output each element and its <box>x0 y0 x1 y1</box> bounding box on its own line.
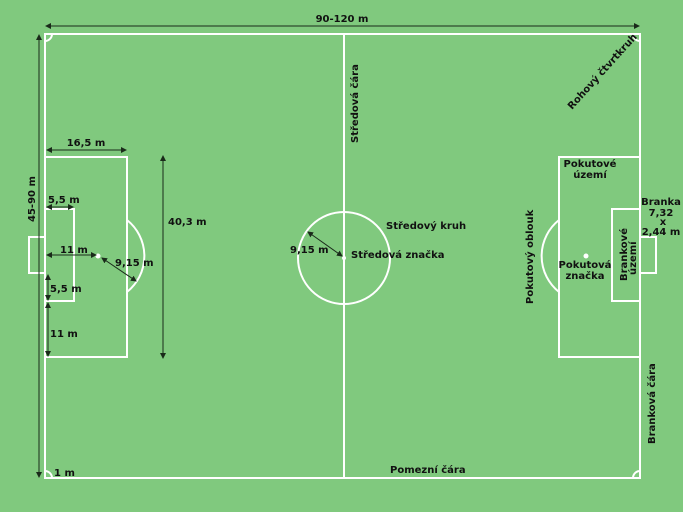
penalty-area-length-label: 40,3 m <box>168 217 207 228</box>
width-label: 45-90 m <box>27 176 38 222</box>
penalty-spot-distance-label: 11 m <box>60 245 88 256</box>
arc-radius-label: 9,15 m <box>115 258 154 269</box>
goal-label-4: 2,44 m <box>642 227 681 238</box>
goal-area-label-1: Brankové <box>618 228 630 281</box>
penalty-mark-label-1: Pokutová <box>559 259 612 271</box>
goal-label-1: Branka <box>641 197 681 208</box>
goal-line-label: Branková čára <box>646 363 658 444</box>
center-radius-label: 9,15 m <box>290 245 329 256</box>
right-goal <box>639 236 657 274</box>
penalty-area-label-2: území <box>573 169 607 181</box>
goal-label-2: 7,32 <box>649 208 674 219</box>
center-mark-label: Středová značka <box>351 249 445 261</box>
right-penalty-mark <box>583 253 589 259</box>
length-label: 90-120 m <box>316 14 369 25</box>
penalty-area-label-1: Pokutové <box>564 158 617 170</box>
halfway-line-label: Středová čára <box>349 64 361 143</box>
goal-area-offset-label: 5,5 m <box>50 284 82 295</box>
touchline-label: Pomezní čára <box>390 464 466 476</box>
corner-radius-label: 1 m <box>54 468 75 479</box>
goal-area-width-label: 5,5 m <box>48 195 80 206</box>
corner-arc-bl <box>44 470 53 479</box>
center-circle <box>297 211 391 305</box>
corner-arc-tl <box>44 33 53 42</box>
corner-arc-br <box>632 470 641 479</box>
goal-label-3: x <box>660 217 667 228</box>
dimension-arrows <box>36 23 640 478</box>
left-penalty-arc <box>126 219 146 293</box>
right-penalty-arc <box>540 219 560 293</box>
center-mark <box>342 256 346 260</box>
corner-arc-tr <box>632 33 641 42</box>
goal-area-label-2: území <box>627 241 639 275</box>
penalty-arc-label: Pokutový oblouk <box>524 209 536 304</box>
left-penalty-mark <box>95 253 101 259</box>
penalty-area-offset-label: 11 m <box>50 329 78 340</box>
penalty-mark-label-2: značka <box>565 270 604 282</box>
penalty-area-width-label: 16,5 m <box>67 138 106 149</box>
center-circle-label: Středový kruh <box>386 220 466 232</box>
